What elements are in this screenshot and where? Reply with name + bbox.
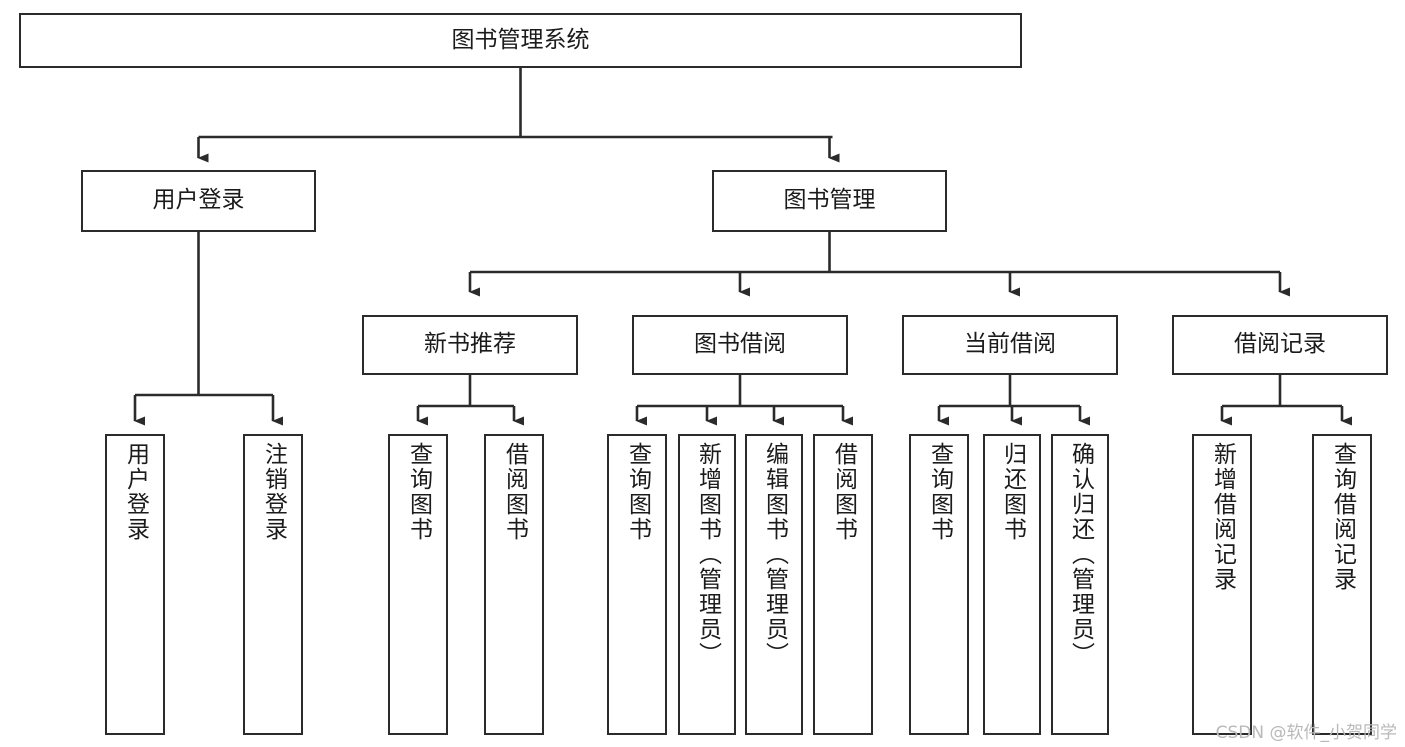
node-leaf-return-book[interactable]: 归还图书: [983, 434, 1041, 735]
node-leaf-borrow-book-1-label: 借阅图书: [501, 442, 528, 542]
node-leaf-query-book-2-label: 查询图书: [624, 442, 651, 542]
node-leaf-query-book-1[interactable]: 查询图书: [388, 434, 448, 735]
node-cur-borrow-label: 当前借阅: [964, 331, 1056, 358]
node-leaf-query-book-2[interactable]: 查询图书: [607, 434, 667, 735]
node-root[interactable]: 图书管理系统: [19, 13, 1022, 68]
node-leaf-confirm-return[interactable]: 确认归还（管理员）: [1051, 434, 1109, 735]
node-root-label: 图书管理系统: [451, 26, 590, 53]
node-leaf-borrow-book-2[interactable]: 借阅图书: [813, 434, 873, 735]
node-book-manage-label: 图书管理: [783, 187, 876, 214]
node-leaf-user-login-label: 用户登录: [122, 442, 149, 542]
node-leaf-return-book-label: 归还图书: [999, 442, 1026, 542]
node-leaf-query-book-3[interactable]: 查询图书: [909, 434, 969, 735]
node-leaf-query-book-1-label: 查询图书: [405, 442, 432, 542]
node-leaf-user-logout-label: 注销登录: [260, 442, 287, 542]
node-book-manage[interactable]: 图书管理: [712, 170, 947, 232]
node-borrow-log-label: 借阅记录: [1234, 331, 1326, 358]
node-leaf-borrow-book-1[interactable]: 借阅图书: [484, 434, 544, 735]
node-leaf-add-book-label: 新增图书（管理员）: [694, 442, 721, 667]
node-leaf-add-log[interactable]: 新增借阅记录: [1192, 434, 1252, 735]
node-user-login[interactable]: 用户登录: [81, 170, 316, 232]
node-leaf-borrow-book-2-label: 借阅图书: [830, 442, 857, 542]
node-leaf-add-log-label: 新增借阅记录: [1209, 442, 1236, 592]
node-leaf-query-book-3-label: 查询图书: [926, 442, 953, 542]
node-new-book-rec-label: 新书推荐: [424, 331, 516, 358]
node-leaf-query-log-label: 查询借阅记录: [1329, 442, 1356, 592]
node-new-book-rec[interactable]: 新书推荐: [362, 315, 578, 375]
node-leaf-confirm-return-label: 确认归还（管理员）: [1067, 442, 1094, 667]
node-borrow-log[interactable]: 借阅记录: [1172, 315, 1388, 375]
node-leaf-add-book[interactable]: 新增图书（管理员）: [678, 434, 736, 735]
node-leaf-user-login[interactable]: 用户登录: [105, 434, 165, 735]
node-leaf-user-logout[interactable]: 注销登录: [243, 434, 303, 735]
node-book-borrow-label: 图书借阅: [694, 331, 786, 358]
node-leaf-query-log[interactable]: 查询借阅记录: [1312, 434, 1372, 735]
node-cur-borrow[interactable]: 当前借阅: [902, 315, 1118, 375]
node-leaf-edit-book[interactable]: 编辑图书（管理员）: [745, 434, 803, 735]
node-leaf-edit-book-label: 编辑图书（管理员）: [761, 442, 788, 667]
csdn-watermark: CSDN @软件_小贺同学: [1215, 723, 1397, 743]
node-book-borrow[interactable]: 图书借阅: [632, 315, 848, 375]
node-user-login-label: 用户登录: [152, 187, 245, 214]
